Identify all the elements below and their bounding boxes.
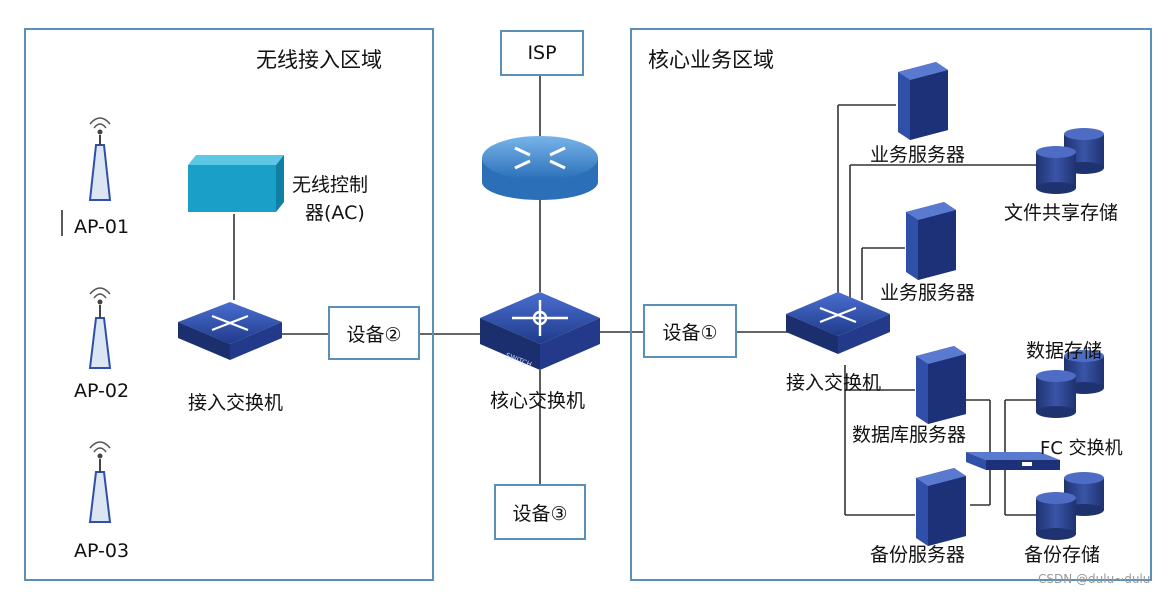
business-server-1-icon [898,62,948,140]
database-server-label: 数据库服务器 [852,424,967,446]
backup-server-label: 备份服务器 [870,544,966,566]
backup-server-icon [916,468,966,546]
access-switch-right-icon [786,292,890,354]
access-switch-right-label: 接入交换机 [786,372,882,394]
ap-03-label: AP-03 [74,540,130,562]
fc-switch-icon [966,452,1060,470]
isp-label: ISP [527,42,557,64]
core-region-title: 核心业务区域 [648,48,774,72]
router-icon [482,136,598,200]
file-storage-icon [1036,128,1104,194]
ap-03-icon [88,441,112,523]
file-storage-label: 文件共享存储 [1004,202,1119,224]
device-2-box: 设备② [328,306,420,360]
device-3-label: 设备③ [512,502,568,525]
data-storage-icon [1036,350,1104,418]
ac-label-line1: 无线控制 [292,174,369,196]
access-switch-left-icon [178,302,282,360]
wireless-region-title: 无线接入区域 [256,48,382,72]
core-switch-icon [480,292,600,370]
core-business-region [630,28,1152,581]
connection-lines [233,75,1040,516]
ac-label-line2: 器(AC) [305,202,365,224]
access-switch-left-label: 接入交换机 [188,392,284,414]
ap-02-label: AP-02 [74,380,130,402]
watermark: CSDN @dulu~dulu [1038,572,1151,586]
business-server-1-label: 业务服务器 [870,144,966,166]
device-3-box: 设备③ [494,484,586,540]
device-1-box: 设备① [643,304,737,358]
business-server-2-icon [906,202,956,280]
fc-switch-label: FC 交换机 [1040,438,1123,459]
ap-01-icon [88,117,112,201]
data-storage-label: 数据存储 [1026,340,1103,362]
isp-box: ISP [500,30,584,76]
ap-02-icon [88,287,112,369]
wireless-access-region [24,28,434,581]
backup-storage-label: 备份存储 [1024,544,1101,566]
wireless-controller-icon [188,155,284,212]
device-2-label: 设备② [346,323,402,346]
ap-01-label: AP-01 [74,216,130,238]
database-server-icon [916,346,966,424]
business-server-2-label: 业务服务器 [880,282,976,304]
device-1-label: 设备① [662,321,718,344]
core-switch-label: 核心交换机 [490,390,586,412]
backup-storage-icon [1036,472,1104,540]
